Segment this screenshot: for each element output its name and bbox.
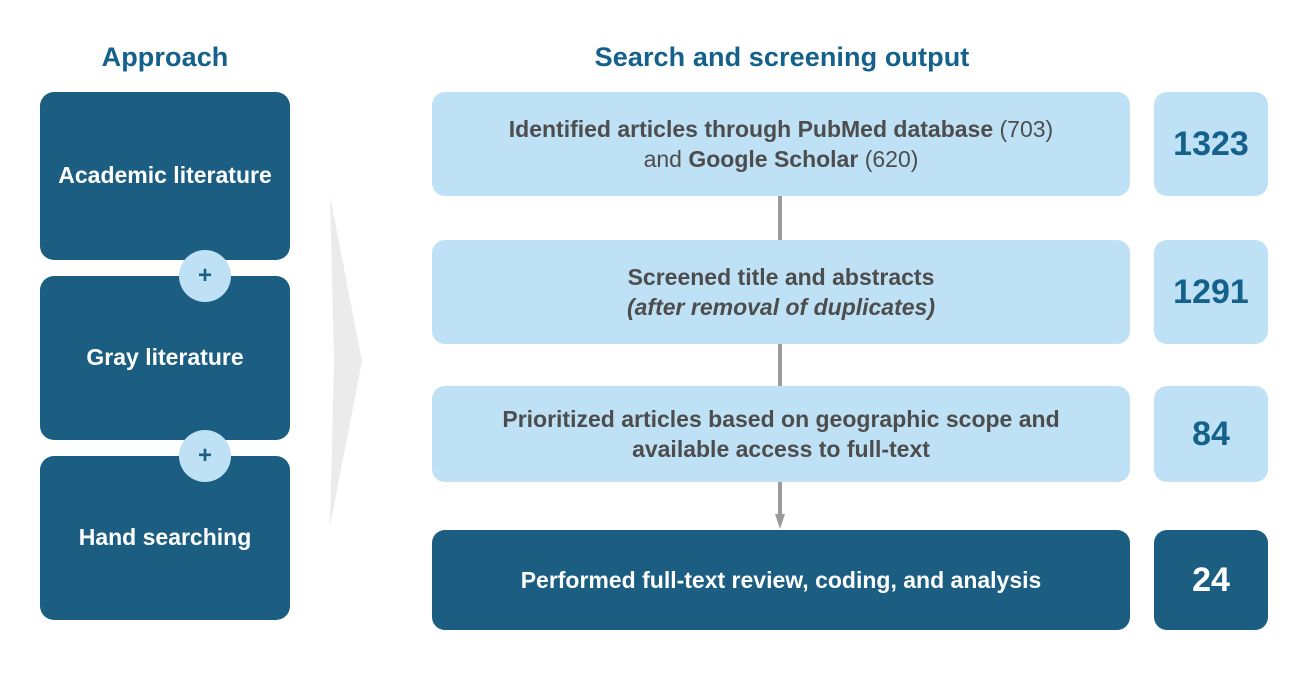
flow-step-identified: Identified articles through PubMed datab… — [432, 92, 1268, 196]
flow-step-line2-count: (620) — [858, 146, 919, 172]
approach-item-academic-literature[interactable]: Academic literature — [40, 92, 290, 260]
flow-step-line1-count: (703) — [993, 115, 1054, 142]
flow-step-line2-bold: Google Scholar — [688, 146, 859, 172]
flow-step-count-badge: 84 — [1154, 386, 1268, 482]
flow-step-line1-bold: Prioritized articles based on geographic… — [502, 405, 1060, 432]
chevron-right-icon — [330, 196, 362, 526]
flow-step-screened: Screened title and abstracts (after remo… — [432, 240, 1268, 344]
flow-step-text: Screened title and abstracts (after remo… — [627, 262, 935, 323]
search-screening-flow: Identified articles through PubMed datab… — [432, 92, 1268, 632]
flow-step-count-badge: 1291 — [1154, 240, 1268, 344]
approach-item-label: Gray literature — [86, 344, 244, 371]
flow-connector-arrow — [778, 196, 782, 240]
flow-step-line1-bold: Screened title and abstracts — [627, 263, 935, 290]
approach-column: Academic literature + Gray literature + … — [40, 92, 290, 620]
flow-step-line2-note: (after removal of duplicates) — [626, 294, 936, 320]
flow-step-prioritized: Prioritized articles based on geographic… — [432, 386, 1268, 482]
flow-step-text: Prioritized articles based on geographic… — [502, 404, 1059, 465]
approach-column-heading: Approach — [101, 42, 229, 72]
approach-item-gray-literature[interactable]: Gray literature — [40, 276, 290, 440]
flow-step-line2-bold: available access to full-text — [632, 436, 930, 462]
flow-step-text-box[interactable]: Prioritized articles based on geographic… — [432, 386, 1130, 482]
flow-connector-arrow-head — [775, 482, 785, 529]
flow-step-performed: Performed full-text review, coding, and … — [432, 530, 1268, 630]
flow-step-text-box[interactable]: Performed full-text review, coding, and … — [432, 530, 1130, 630]
flow-step-line2-prefix: and — [643, 146, 689, 172]
approach-item-label: Academic literature — [58, 162, 272, 189]
flow-step-count-badge: 1323 — [1154, 92, 1268, 196]
flow-step-text: Performed full-text review, coding, and … — [521, 565, 1042, 595]
plus-icon: + — [179, 250, 231, 302]
approach-item-hand-searching[interactable]: Hand searching — [40, 456, 290, 620]
search-output-column-heading: Search and screening output — [594, 42, 970, 72]
flow-step-text: Identified articles through PubMed datab… — [509, 114, 1053, 175]
flow-step-text-box[interactable]: Screened title and abstracts (after remo… — [432, 240, 1130, 344]
flow-step-line1-bold: Identified articles through PubMed datab… — [508, 115, 994, 142]
flow-connector-arrow — [778, 344, 782, 386]
flow-step-count-badge: 24 — [1154, 530, 1268, 630]
approach-item-label: Hand searching — [78, 524, 252, 551]
plus-icon: + — [179, 430, 231, 482]
flow-step-line1-bold: Performed full-text review, coding, and … — [520, 566, 1042, 593]
flow-step-text-box[interactable]: Identified articles through PubMed datab… — [432, 92, 1130, 196]
